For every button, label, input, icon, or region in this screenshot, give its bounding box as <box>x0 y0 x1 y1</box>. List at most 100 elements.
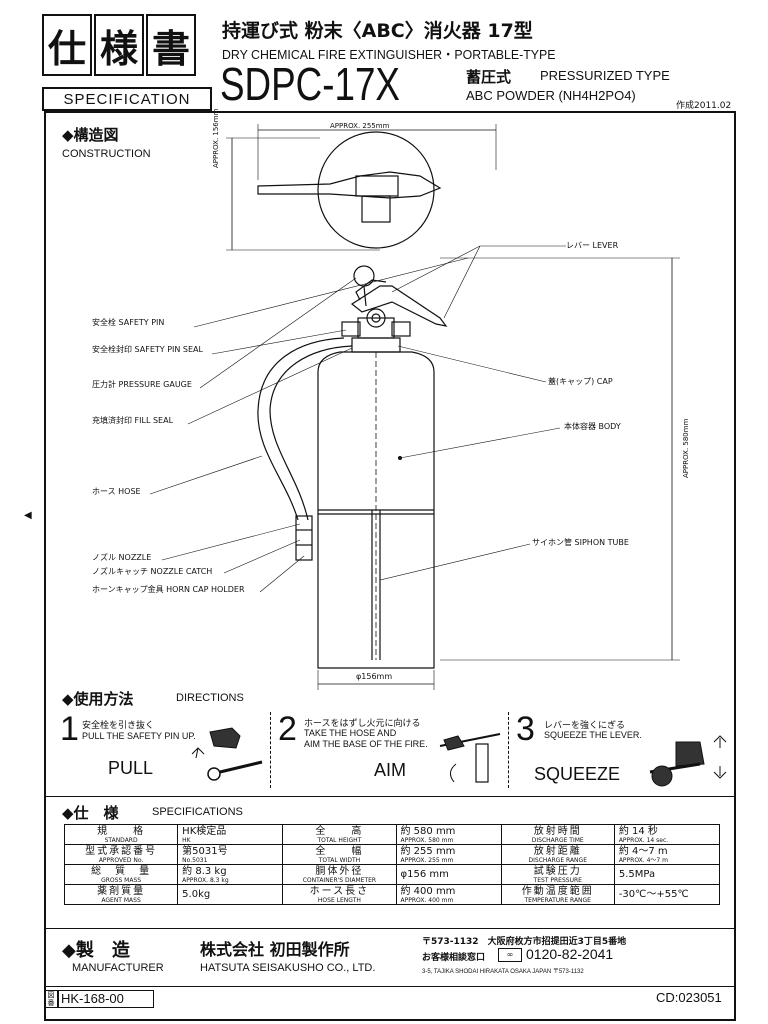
construction-subtitle: CONSTRUCTION <box>62 148 151 160</box>
spec-key-en: APPROVED No. <box>98 856 144 864</box>
direction-illustrations <box>191 727 727 787</box>
spec-value-en: No.5031 <box>182 856 208 864</box>
arrow-left-icon: ◀ <box>24 510 32 521</box>
specification-label: SPECIFICATION <box>42 87 212 111</box>
title-char-2: 様 <box>94 14 144 76</box>
step-1-number: 1 <box>60 710 79 748</box>
step-3-en: SQUEEZE THE LEVER. <box>544 730 642 740</box>
step-2-en2: AIM THE BASE OF THE FIRE. <box>304 739 428 749</box>
step-3-word: SQUEEZE <box>534 764 621 784</box>
spec-key-en: HOSE LENGTH <box>317 896 361 904</box>
part-nozzle: ノズル NOZZLE <box>92 553 152 562</box>
company-address: 〒573-1132 大阪府枚方市招提田近3丁目5番地 <box>422 937 627 947</box>
free-dial-icon: ∞ <box>498 948 522 962</box>
directions-title: ◆使用方法 <box>62 690 134 708</box>
step-2-number: 2 <box>278 710 297 748</box>
spec-value: 約 8.3 kg <box>182 865 227 877</box>
part-hose: ホース HOSE <box>92 487 141 496</box>
spec-value: 5.5MPa <box>618 869 656 880</box>
spec-value: 約 255 mm <box>400 845 456 857</box>
construction-title: ◆構造図 <box>62 126 119 144</box>
pressurized-jp: 蓄圧式 <box>466 68 512 86</box>
doc-number: HK-168-00 <box>58 990 154 1008</box>
step-1-jp: 安全栓を引き抜く <box>82 721 155 731</box>
extinguisher-drawing <box>149 124 680 690</box>
step-divider-2 <box>508 712 509 788</box>
cd-number: CD:023051 <box>656 990 722 1005</box>
spec-value: 約 4～7 m <box>618 845 668 857</box>
part-cap: 蓋(キャップ) CAP <box>548 377 613 386</box>
created-date: 作成2011.02 <box>676 101 732 111</box>
contact-label: お客様相談窓口 <box>422 953 486 963</box>
spec-value-en: HK <box>182 836 191 844</box>
spec-key: 胴体外径 <box>315 865 364 877</box>
main-frame <box>44 111 736 1021</box>
spec-subtitle: SPECIFICATIONS <box>152 806 243 818</box>
spec-value: -30℃～+55℃ <box>618 889 689 900</box>
dim-depth-label: APPROX. 156mm <box>212 108 220 168</box>
spec-title: ◆仕 様 <box>62 804 119 822</box>
manufacturer-title: ◆製 造 <box>62 940 130 961</box>
step-divider-1 <box>270 712 271 788</box>
spec-key: 作動温度範囲 <box>521 885 594 897</box>
spec-key: 放射時間 <box>533 825 582 837</box>
part-lever: レバー LEVER <box>566 241 619 250</box>
spec-key-en: TEST PRESSURE <box>533 876 582 884</box>
spec-key: 全 高 <box>315 825 364 837</box>
spec-key: ホース長さ <box>309 885 370 897</box>
step-2-en: TAKE THE HOSE AND <box>304 728 397 738</box>
directions-subtitle: DIRECTIONS <box>176 692 244 704</box>
part-safety-pin: 安全栓 SAFETY PIN <box>92 318 165 327</box>
part-fill-seal: 充填済封印 FILL SEAL <box>92 416 174 425</box>
model-number: SDPC-17X <box>220 58 400 110</box>
spec-key-en: DISCHARGE RANGE <box>528 856 587 864</box>
spec-value: HK検定品 <box>182 825 227 837</box>
part-horn-cap-holder: ホーンキャップ金具 HORN CAP HOLDER <box>92 585 245 594</box>
dim-diameter-label: φ156mm <box>356 672 393 681</box>
spec-key: 総 質 量 <box>91 865 152 877</box>
spec-value-en: APPROX. 4～7 m <box>618 856 668 864</box>
step-3-jp: レバーを強くにぎる <box>544 721 626 731</box>
manufacturer-subtitle: MANUFACTURER <box>72 962 164 974</box>
company-name-en: HATSUTA SEISAKUSHO CO., LTD. <box>200 962 376 974</box>
spec-key-en: TOTAL HEIGHT <box>317 836 362 844</box>
spec-key: 薬剤質量 <box>97 885 146 897</box>
spec-value: 約 400 mm <box>400 885 456 897</box>
step-2-word: AIM <box>374 760 407 780</box>
spec-value: 約 580 mm <box>400 825 456 837</box>
spec-key-en: DISCHARGE TIME <box>531 836 584 844</box>
spec-value-en: APPROX. 8.3 kg <box>182 876 229 884</box>
company-name-jp: 株式会社 初田製作所 <box>200 940 350 959</box>
spec-value: 5.0kg <box>182 889 211 900</box>
spec-divider-top <box>44 796 736 797</box>
step-1-word: PULL <box>108 758 154 778</box>
dim-height-label: APPROX. 580mm <box>682 418 690 478</box>
pressurized-en: PRESSURIZED TYPE <box>540 68 670 83</box>
spec-key: 試験圧力 <box>533 865 582 877</box>
spec-value: φ156 mm <box>400 869 449 880</box>
part-siphon-tube: サイホン管 SIPHON TUBE <box>532 538 629 547</box>
spec-value: 約 14 秒 <box>618 825 658 837</box>
title-char-1: 仕 <box>42 14 92 76</box>
dim-width-label: APPROX. 255mm <box>330 122 390 130</box>
address-en: 3-5, TAJIKA SHODAI HIRAKATA OSAKA JAPAN … <box>422 969 584 975</box>
jp-title: 持運び式 粉末〈ABC〉消火器 17型 <box>222 20 533 42</box>
powder-type: ABC POWDER (NH4H2PO4) <box>466 88 636 103</box>
spec-value-en: APPROX. 14 sec. <box>618 836 669 844</box>
spec-key-en: GROSS MASS <box>101 876 142 884</box>
spec-key: 放射距離 <box>533 845 582 857</box>
title-char-3: 書 <box>146 14 196 76</box>
step-2-jp: ホースをはずし火元に向ける <box>304 719 421 729</box>
spec-value-en: APPROX. 400 mm <box>400 896 454 904</box>
spec-key-en: TEMPERATURE RANGE <box>524 896 591 904</box>
spec-key: 全 幅 <box>315 845 364 857</box>
phone-number: 0120-82-2041 <box>526 946 614 962</box>
part-nozzle-catch: ノズルキャッチ NOZZLE CATCH <box>92 567 213 576</box>
en-title: DRY CHEMICAL FIRE EXTINGUISHER・PORTABLE-… <box>222 47 556 62</box>
spec-key-en: CONTAINER'S DIAMETER <box>302 876 377 884</box>
spec-key: 規 格 <box>97 825 146 837</box>
